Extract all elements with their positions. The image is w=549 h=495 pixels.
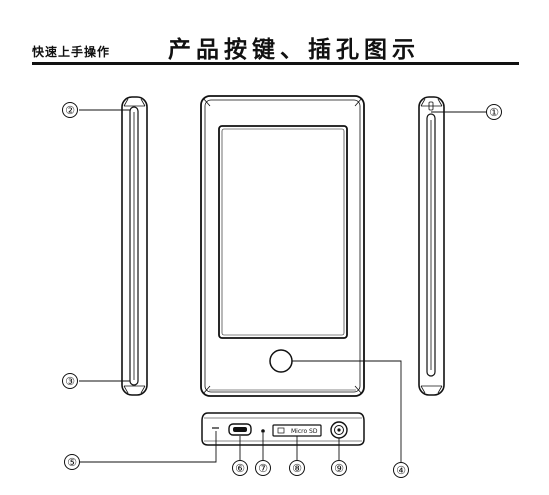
header-divider xyxy=(32,62,519,65)
svg-text:③: ③ xyxy=(65,375,75,388)
usb-port xyxy=(228,423,252,436)
svg-text:①: ① xyxy=(489,106,499,119)
callout-6: ⑥ xyxy=(232,460,248,476)
page-title: 产品按键、插孔图示 xyxy=(168,37,420,63)
callout-8: ⑧ xyxy=(289,460,305,476)
svg-text:⑦: ⑦ xyxy=(258,462,268,475)
callout-1: ① xyxy=(486,104,502,120)
svg-text:⑤: ⑤ xyxy=(67,456,77,469)
svg-text:⑧: ⑧ xyxy=(292,462,302,475)
callout-9: ⑨ xyxy=(331,460,347,476)
svg-text:②: ② xyxy=(65,104,75,117)
bottom-view: Micro SD xyxy=(201,412,365,446)
section-label: 快速上手操作 xyxy=(32,45,111,59)
front-view xyxy=(200,95,365,397)
reset-hole xyxy=(261,429,265,433)
svg-text:⑥: ⑥ xyxy=(235,462,245,475)
left-side-view xyxy=(121,96,148,396)
right-side-view xyxy=(418,96,445,396)
callout-4: ④ xyxy=(393,462,409,478)
callout-3: ③ xyxy=(62,373,78,389)
home-button xyxy=(269,349,293,373)
callout-7: ⑦ xyxy=(255,460,271,476)
svg-text:⑨: ⑨ xyxy=(334,462,344,475)
svg-text:④: ④ xyxy=(396,464,406,477)
callouts: ① ② ③ ④ ⑤ ⑥ ⑦ ⑧ ⑨ xyxy=(62,102,502,478)
micro-sd-label: Micro SD xyxy=(291,428,318,435)
callout-2: ② xyxy=(62,102,78,118)
callout-5: ⑤ xyxy=(64,454,80,470)
leader-lines xyxy=(79,109,486,463)
